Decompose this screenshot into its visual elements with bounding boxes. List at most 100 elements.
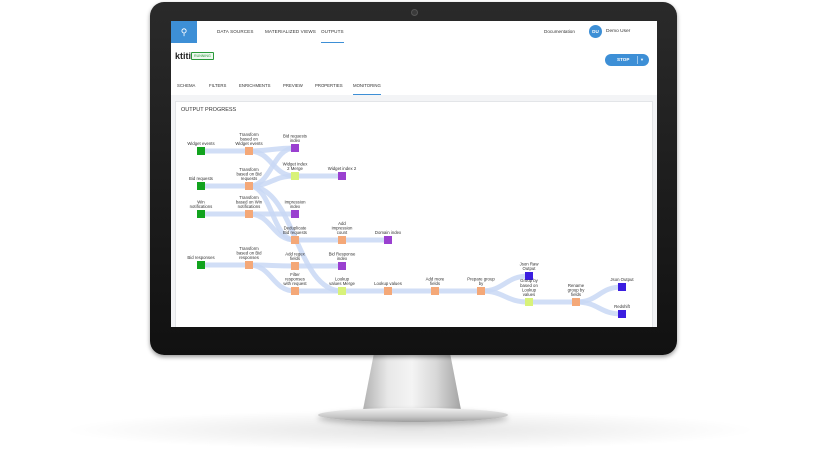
- top-navbar: ⚲ DATA SOURCES MATERIALIZED VIEWS OUTPUT…: [171, 21, 657, 44]
- node-label: Bid Response: [329, 251, 356, 256]
- user-name[interactable]: Demo User: [606, 29, 631, 34]
- node-marker[interactable]: [291, 172, 299, 180]
- node-label: Prepare group: [467, 276, 495, 281]
- node-label: based on Bid: [236, 250, 262, 255]
- node-label: Json Raw: [520, 261, 540, 266]
- node-marker[interactable]: [197, 210, 205, 218]
- tab-outputs[interactable]: OUTPUTS: [321, 21, 344, 43]
- node-marker[interactable]: [525, 298, 533, 306]
- pipeline-node-json-output[interactable]: Json Output: [610, 277, 634, 291]
- subtab-preview[interactable]: PREVIEW: [283, 83, 303, 88]
- node-label: Bid requests: [189, 176, 213, 181]
- pipeline-node-bid-responses-src[interactable]: Bid responses: [187, 255, 215, 269]
- node-label: fields: [430, 281, 440, 286]
- node-marker[interactable]: [291, 262, 299, 270]
- pipeline-node-lookup-values[interactable]: Lookup values: [374, 281, 402, 295]
- node-label: Lookup values: [374, 281, 402, 286]
- flow-edge: [573, 299, 625, 317]
- tab-materialized-views[interactable]: MATERIALIZED VIEWS: [265, 29, 316, 34]
- node-label: by: [479, 281, 484, 286]
- node-marker[interactable]: [384, 287, 392, 295]
- node-marker[interactable]: [572, 298, 580, 306]
- node-marker[interactable]: [197, 182, 205, 190]
- node-label: Add regex: [285, 251, 305, 256]
- node-label: Deduplicate: [284, 225, 307, 230]
- node-label: 2 Merge: [287, 166, 303, 171]
- node-marker[interactable]: [431, 287, 439, 295]
- node-label: Transform: [239, 246, 259, 251]
- node-label: Filter: [290, 272, 300, 277]
- node-marker[interactable]: [384, 236, 392, 244]
- webcam-icon: [411, 9, 418, 16]
- subtab-schema[interactable]: SCHEMA: [177, 83, 196, 88]
- node-marker[interactable]: [338, 172, 346, 180]
- pipeline-node-domain-index[interactable]: Domain index: [375, 230, 402, 244]
- pipeline-node-widget-events[interactable]: Widget events: [187, 141, 215, 155]
- lightbulb-icon[interactable]: ⚲: [171, 21, 197, 43]
- node-marker[interactable]: [245, 182, 253, 190]
- pipeline-node-bid-requests-src[interactable]: Bid requests: [189, 176, 213, 190]
- node-marker[interactable]: [618, 310, 626, 318]
- subtab-filters[interactable]: FILTERS: [209, 83, 227, 88]
- node-marker[interactable]: [245, 147, 253, 155]
- node-marker[interactable]: [197, 147, 205, 155]
- page-title: ktiti: [175, 51, 192, 61]
- node-label: Widget events: [187, 141, 214, 146]
- node-label: notifications: [238, 204, 261, 209]
- subtab-properties[interactable]: PROPERTIES: [315, 83, 343, 88]
- node-label: fields: [571, 292, 581, 297]
- node-marker[interactable]: [338, 236, 346, 244]
- node-label: Win: [197, 199, 205, 204]
- pipeline-node-redshift[interactable]: Redshift: [614, 304, 631, 318]
- stop-button[interactable]: STOP ▼: [605, 54, 649, 66]
- node-label: Redshift: [614, 304, 631, 309]
- node-label: with request: [283, 281, 307, 286]
- node-marker[interactable]: [338, 262, 346, 270]
- flow-edge: [478, 288, 532, 305]
- node-marker[interactable]: [291, 144, 299, 152]
- node-marker[interactable]: [477, 287, 485, 295]
- node-marker[interactable]: [245, 210, 253, 218]
- tab-data-sources[interactable]: DATA SOURCES: [217, 29, 254, 34]
- node-marker[interactable]: [245, 261, 253, 269]
- monitor-stand-base: [318, 408, 508, 422]
- status-badge: RUNNING: [191, 52, 214, 60]
- node-label: notifications: [190, 204, 213, 209]
- node-label: values: [523, 292, 535, 297]
- avatar[interactable]: DU: [589, 25, 602, 38]
- node-marker[interactable]: [525, 272, 533, 280]
- node-marker[interactable]: [197, 261, 205, 269]
- subtab-monitoring[interactable]: MONITORING: [353, 78, 381, 95]
- node-marker[interactable]: [618, 283, 626, 291]
- node-marker[interactable]: [291, 210, 299, 218]
- chevron-down-icon[interactable]: ▼: [640, 57, 644, 62]
- subtab-enrichments[interactable]: ENRICHMENTS: [239, 83, 271, 88]
- node-label: Add more: [426, 276, 445, 281]
- node-label: Group by: [520, 278, 539, 283]
- pipeline-node-widget-index2[interactable]: Widget index 2: [328, 166, 357, 180]
- node-marker[interactable]: [291, 236, 299, 244]
- documentation-link[interactable]: Documentation: [544, 29, 575, 34]
- node-marker[interactable]: [338, 287, 346, 295]
- node-label: index: [337, 256, 348, 261]
- node-marker[interactable]: [291, 287, 299, 295]
